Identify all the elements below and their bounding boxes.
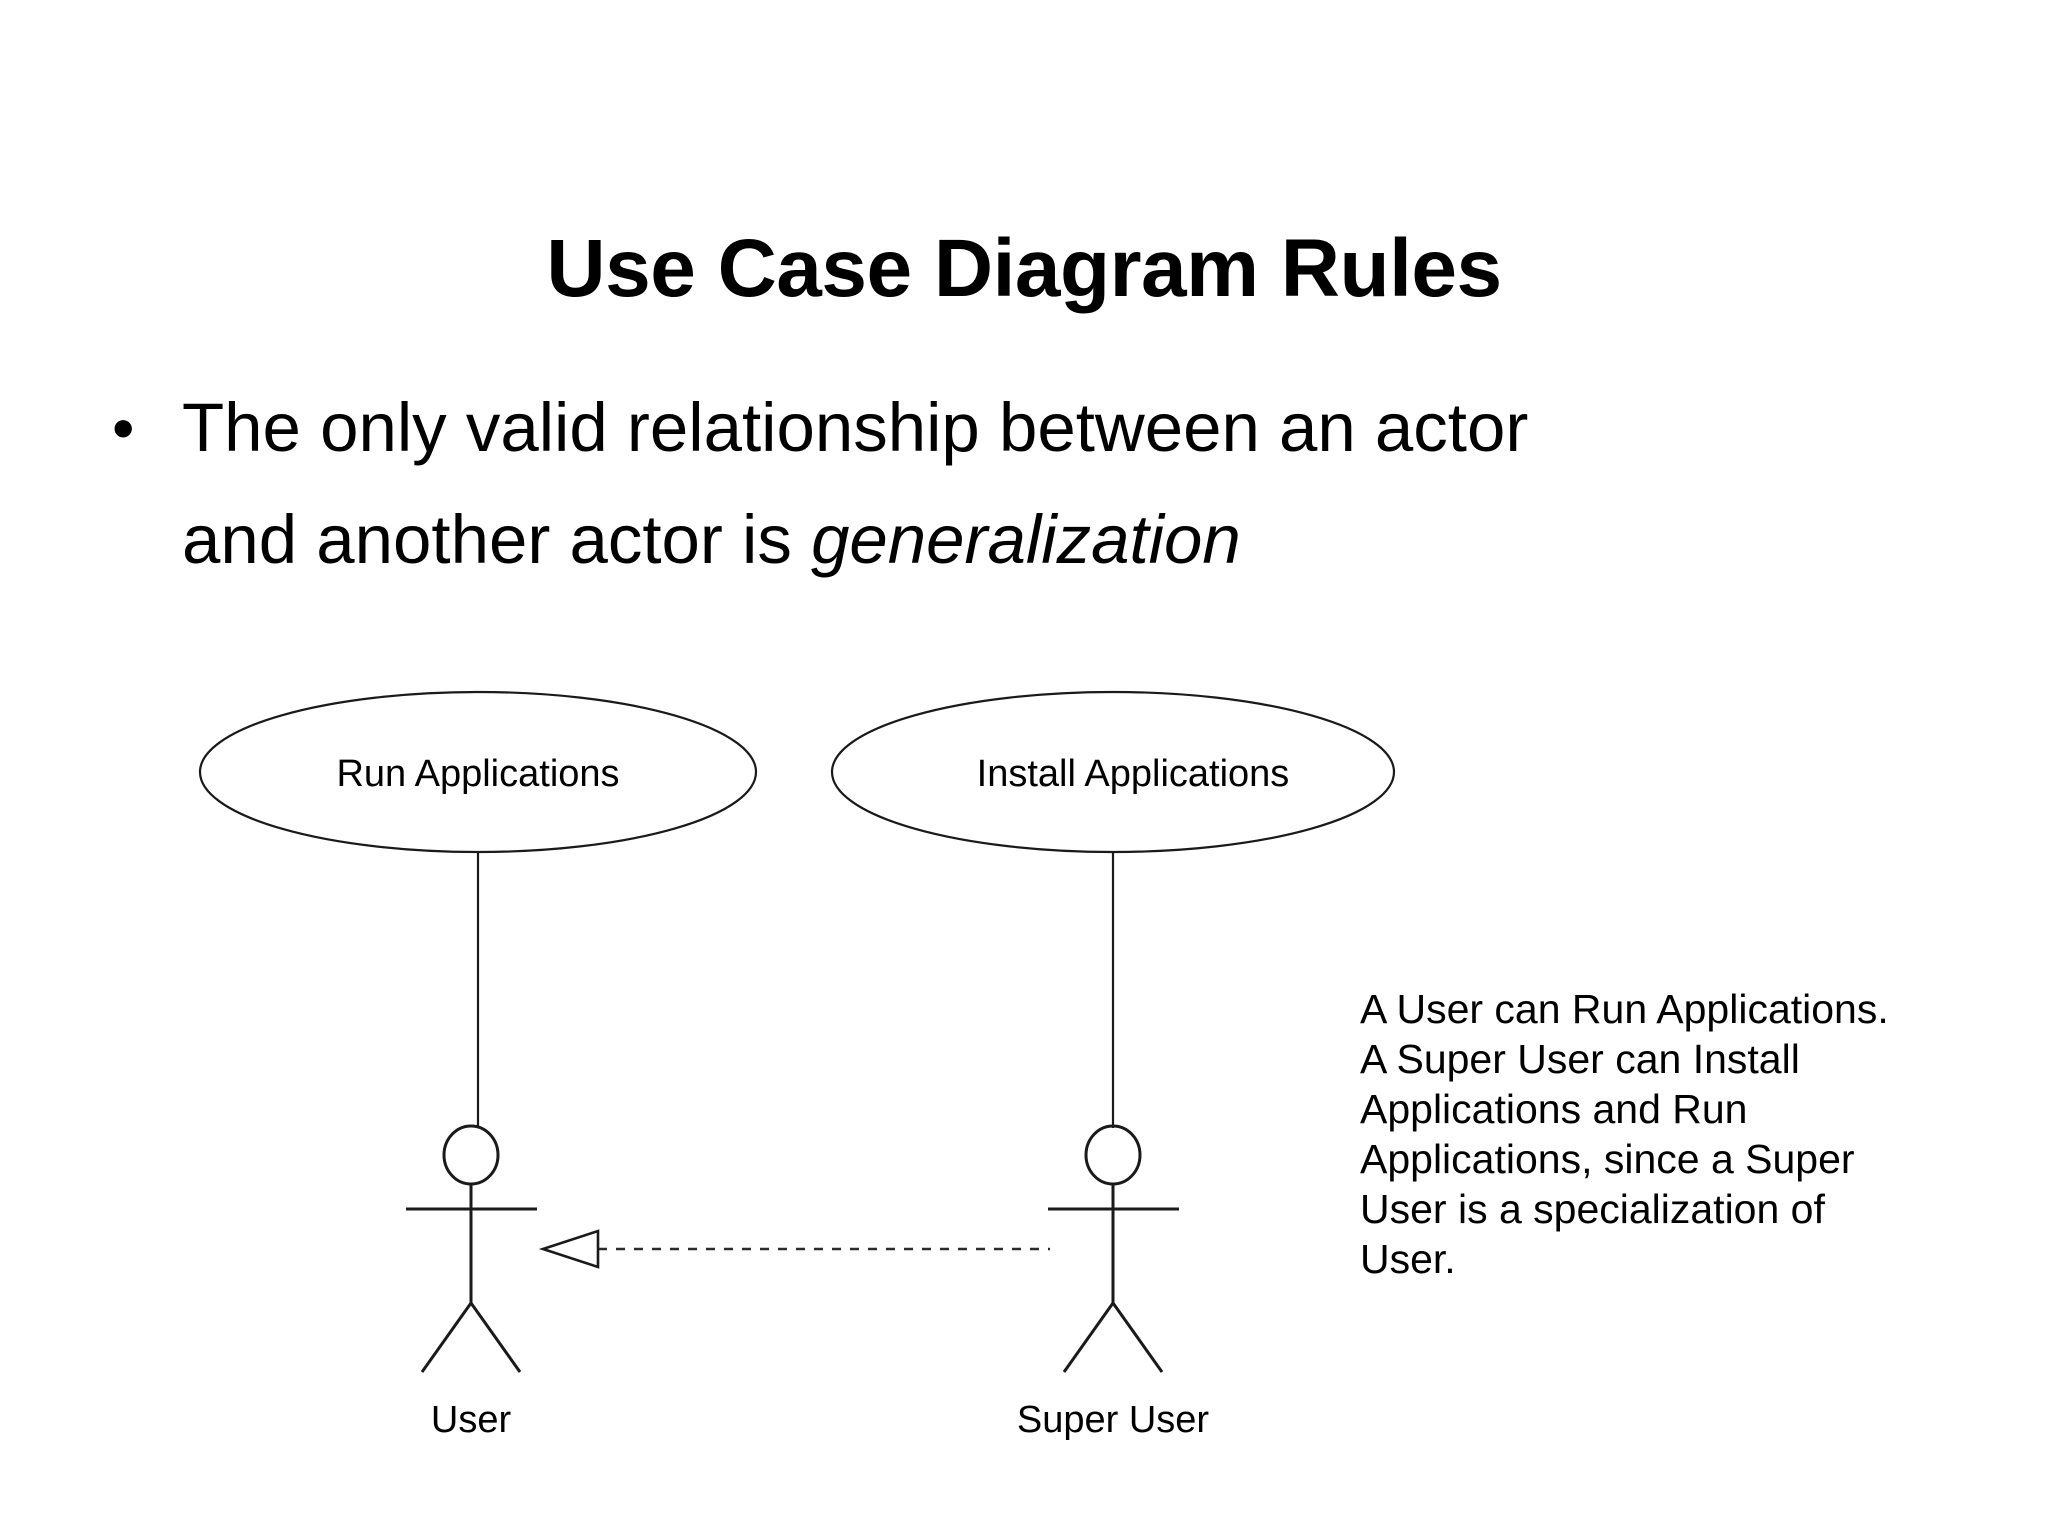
bullet-text: The only valid relationship between an a… <box>182 372 1962 596</box>
annotation-line-4: Applications, since a Super <box>1360 1136 1855 1182</box>
actor-head-icon <box>1084 1124 1142 1186</box>
use-case-label: Run Applications <box>336 753 619 795</box>
annotation-text-block: A User can Run Applications. A Super Use… <box>1360 984 2000 1284</box>
actor-head-icon <box>442 1124 500 1186</box>
bullet-marker-icon: • <box>112 392 135 464</box>
annotation-line-2: A Super User can Install <box>1360 1036 1800 1082</box>
actor-leg-left-icon <box>420 1302 473 1373</box>
annotation-line-3: Applications and Run <box>1360 1086 1748 1132</box>
actor-label: Super User <box>1017 1399 1210 1441</box>
annotation-line-6: User. <box>1360 1236 1456 1282</box>
annotation-line-5: User is a specialization of <box>1360 1186 1825 1232</box>
generalization-relationship[interactable] <box>538 1229 1050 1269</box>
bullet-line-2-prefix: and another actor is <box>182 501 812 578</box>
annotation-line-1: A User can Run Applications. <box>1360 986 1889 1032</box>
actor-super-user[interactable]: Super User <box>1017 1124 1210 1441</box>
actor-leg-right-icon <box>1111 1302 1164 1373</box>
use-case-label: Install Applications <box>977 753 1290 795</box>
list-item: • The only valid relationship between an… <box>112 372 1962 596</box>
bullet-line-2-emphasis: generalization <box>811 501 1241 578</box>
actor-label: User <box>431 1399 512 1441</box>
bullet-list: • The only valid relationship between an… <box>112 372 1962 596</box>
actor-user[interactable]: User <box>406 1124 537 1441</box>
use-case-run-applications[interactable]: Run Applications <box>198 690 758 854</box>
actor-leg-right-icon <box>469 1302 522 1373</box>
bullet-line-1: The only valid relationship between an a… <box>182 389 1529 466</box>
actor-leg-left-icon <box>1062 1302 1115 1373</box>
hollow-triangle-arrowhead-icon <box>538 1229 600 1269</box>
use-case-install-applications[interactable]: Install Applications <box>830 690 1396 854</box>
page-title: Use Case Diagram Rules <box>546 223 1502 314</box>
